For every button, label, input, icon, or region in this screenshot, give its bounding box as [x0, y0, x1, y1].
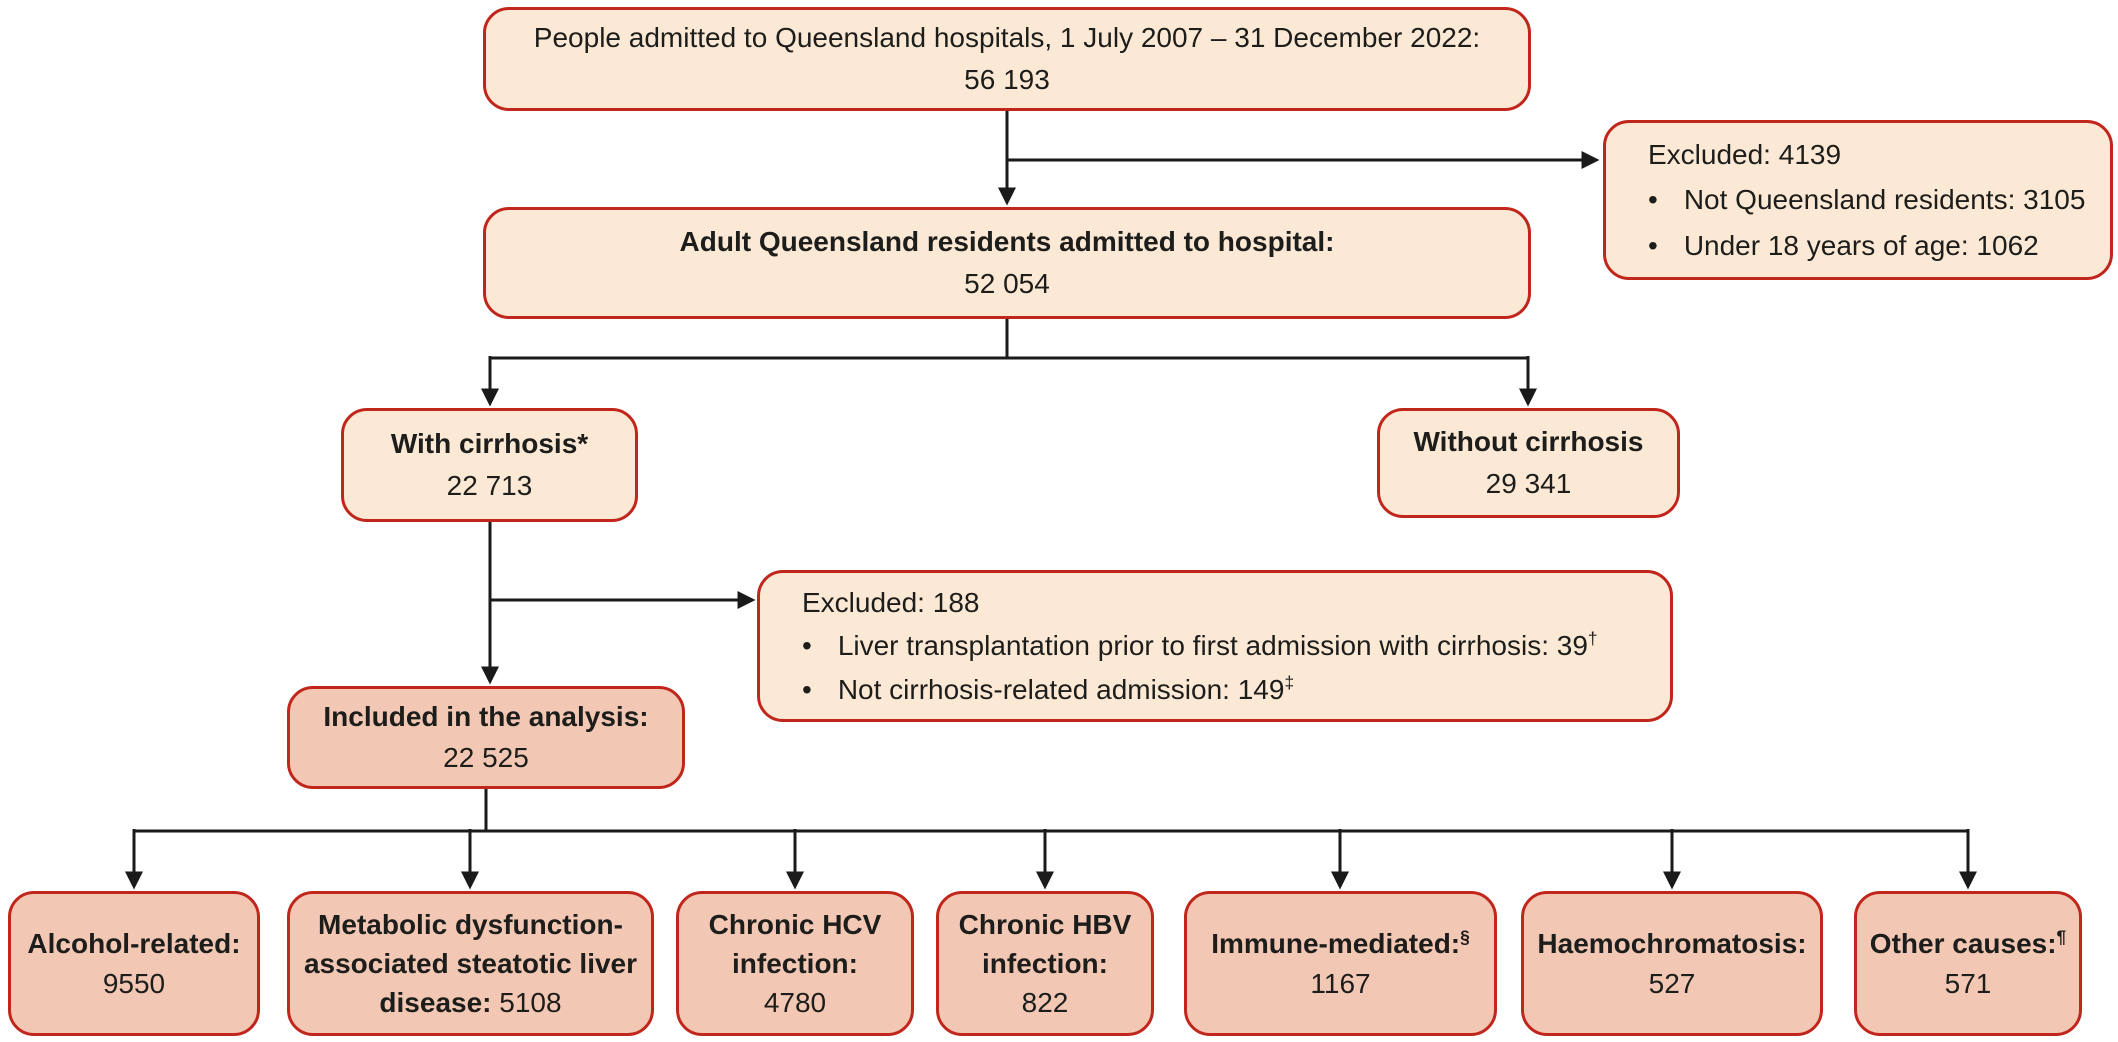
aetiology-value: 4780 [763, 987, 827, 1019]
box-aetiology-hcv: Chronic HCV infection: 4780 [676, 891, 914, 1036]
box-aetiology-haemochromatosis: Haemochromatosis: 527 [1521, 891, 1823, 1036]
exclusion-bullet: Not cirrhosis-related admission: 149‡ [802, 668, 1598, 711]
box-adult-residents-value: 52 054 [964, 268, 1050, 299]
aetiology-value: 9550 [102, 967, 166, 999]
box-aetiology-other: Other causes:¶ 571 [1854, 891, 2082, 1036]
box-excluded-cirrhosis-title: Excluded: 188 [802, 586, 980, 618]
box-with-cirrhosis-value: 22 713 [446, 470, 533, 501]
box-without-cirrhosis: Without cirrhosis 29 341 [1377, 408, 1680, 518]
aetiology-value: 571 [1944, 967, 1992, 999]
box-admitted-total-value: 56 193 [964, 64, 1050, 95]
aetiology-value: 5108 [499, 987, 562, 1019]
aetiology-label: Other causes:¶ [1869, 926, 2067, 960]
exclusion-bullet: Not Queensland residents: 3105 [1648, 177, 2086, 222]
box-with-cirrhosis-title: With cirrhosis* [390, 428, 589, 459]
aetiology-value: 527 [1648, 967, 1696, 999]
box-included-title: Included in the analysis: [323, 700, 649, 732]
box-excluded-admissions: Excluded: 4139 Not Queensland residents:… [1603, 120, 2113, 280]
box-included: Included in the analysis: 22 525 [287, 686, 685, 789]
aetiology-label: Chronic HCV infection: [708, 908, 882, 979]
box-without-cirrhosis-value: 29 341 [1485, 468, 1572, 499]
box-admitted-total-title: People admitted to Queensland hospitals,… [533, 22, 1481, 53]
aetiology-label: Alcohol-related: [27, 928, 241, 960]
footnote-symbol: † [1587, 628, 1598, 649]
aetiology-label: Immune-mediated:§ [1211, 926, 1470, 960]
aetiology-value: 1167 [1310, 967, 1371, 999]
excluded-cirrhosis-list: Liver transplantation prior to first adm… [802, 624, 1598, 711]
excluded-admissions-list: Not Queensland residents: 3105 Under 18 … [1648, 177, 2086, 268]
box-without-cirrhosis-title: Without cirrhosis [1413, 426, 1644, 457]
exclusion-bullet: Under 18 years of age: 1062 [1648, 223, 2085, 268]
box-adult-residents-title: Adult Queensland residents admitted to h… [679, 226, 1335, 257]
box-aetiology-masld: Metabolic dysfunction-associated steatot… [287, 891, 654, 1036]
aetiology-label: Chronic HBV infection: [958, 908, 1132, 979]
box-adult-residents: Adult Queensland residents admitted to h… [483, 207, 1531, 319]
exclusion-bullet: Liver transplantation prior to first adm… [802, 624, 1598, 667]
box-excluded-cirrhosis: Excluded: 188 Liver transplantation prio… [757, 570, 1673, 722]
aetiology-label: Metabolic dysfunction-associated steatot… [303, 908, 638, 1019]
box-aetiology-hbv: Chronic HBV infection: 822 [936, 891, 1154, 1036]
box-aetiology-alcohol: Alcohol-related: 9550 [8, 891, 260, 1036]
aetiology-value: 822 [1021, 987, 1069, 1019]
aetiology-label: Haemochromatosis: [1537, 928, 1807, 960]
box-included-value: 22 525 [443, 741, 529, 773]
box-admitted-total: People admitted to Queensland hospitals,… [483, 7, 1531, 111]
box-excluded-admissions-title: Excluded: 4139 [1648, 138, 1842, 170]
footnote-symbol: ¶ [2056, 926, 2067, 947]
box-with-cirrhosis: With cirrhosis* 22 713 [341, 408, 638, 522]
footnote-symbol: ‡ [1284, 672, 1295, 693]
box-aetiology-immune: Immune-mediated:§ 1167 [1184, 891, 1497, 1036]
footnote-symbol: § [1460, 926, 1470, 947]
